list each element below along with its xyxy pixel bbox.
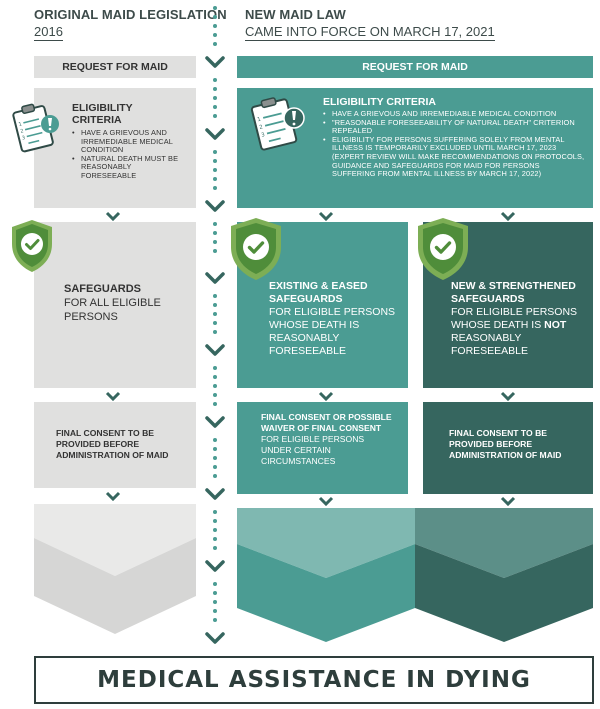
right-consent-text: FINAL CONSENT TO BE PROVIDED BEFORE ADMI… (449, 428, 562, 460)
existing-title-2: SAFEGUARDS (269, 293, 343, 305)
left-request-box: REQUEST FOR MAID (34, 56, 196, 78)
list-item: ELIGIBILITY FOR PERSONS SUFFERING SOLELY… (323, 135, 585, 179)
right-request-box: REQUEST FOR MAID (237, 56, 593, 78)
chevron-down-icon (500, 391, 516, 401)
chevron-down-icon (105, 391, 121, 401)
chevron-down-icon (318, 496, 334, 506)
list-item: HAVE A GRIEVOUS AND IRREMEDIABLE MEDICAL… (323, 109, 585, 119)
left-flow-chevron (34, 504, 196, 634)
footer-box: MEDICAL ASSISTANCE IN DYING (34, 656, 594, 704)
right-flow-chevron (237, 508, 593, 642)
right-header-title: NEW MAID LAW (245, 7, 346, 22)
new-title-2: SAFEGUARDS (451, 293, 525, 305)
left-safeguards-text: FOR ALL ELIGIBLE PERSONS (64, 297, 161, 323)
chevron-down-icon (205, 344, 225, 356)
left-eligibility-title-1: ELIGIBILITY (72, 102, 133, 114)
list-item: NATURAL DEATH MUST BE REASONABLY FORESEE… (72, 154, 180, 181)
left-eligibility-box: ELIGIBILITY CRITERIA HAVE A GRIEVOUS AND… (34, 88, 196, 208)
consent-waiver-text: FOR ELIGIBLE PERSONS UNDER CERTAIN CIRCU… (261, 434, 365, 466)
svg-text:1: 1 (257, 117, 262, 124)
new-text-before: FOR ELIGIBLE PERSONS WHOSE DEATH IS (451, 306, 578, 331)
chevron-down-icon (205, 560, 225, 572)
svg-text:3: 3 (21, 135, 26, 142)
existing-text: FOR ELIGIBLE PERSONS WHOSE DEATH IS REAS… (269, 306, 396, 357)
left-eligibility-list: HAVE A GRIEVOUS AND IRREMEDIABLE MEDICAL… (72, 128, 180, 181)
chevron-down-icon (318, 211, 334, 221)
consent-waiver-bold: FINAL CONSENT OR POSSIBLE WAIVER OF FINA… (261, 412, 392, 433)
chevron-down-icon (500, 496, 516, 506)
left-safeguards-title: SAFEGUARDS (64, 283, 142, 295)
left-safeguards-box: SAFEGUARDS FOR ALL ELIGIBLE PERSONS (34, 222, 196, 388)
left-request-label: REQUEST FOR MAID (62, 61, 168, 73)
chevron-down-icon (205, 272, 225, 284)
left-header-subtitle: 2016 (34, 24, 63, 41)
clipboard-icon: 123 (250, 97, 305, 151)
svg-text:2: 2 (20, 128, 25, 135)
footer-title: MEDICAL ASSISTANCE IN DYING (97, 667, 531, 693)
right-request-label: REQUEST FOR MAID (362, 61, 468, 73)
left-header-title: ORIGINAL MAID LEGISLATION (34, 7, 227, 22)
right-eligibility-title: ELIGIBILITY CRITERIA (323, 96, 436, 108)
chevron-down-icon (205, 416, 225, 428)
center-divider (205, 6, 225, 644)
list-item: "REASONABLE FORESEEABILITY OF NATURAL DE… (323, 118, 585, 136)
left-eligibility-title-2: CRITERIA (72, 114, 122, 126)
existing-title-1: EXISTING & EASED (269, 280, 368, 292)
svg-text:2: 2 (259, 124, 264, 131)
shield-check-icon (418, 218, 468, 280)
right-consent-box: FINAL CONSENT TO BE PROVIDED BEFORE ADMI… (423, 402, 593, 494)
chevron-down-icon (500, 211, 516, 221)
list-item: HAVE A GRIEVOUS AND IRREMEDIABLE MEDICAL… (72, 128, 180, 155)
clipboard-icon: 123 (12, 103, 59, 153)
chevron-down-icon (205, 632, 225, 644)
new-text-after: REASONABLY FORESEEABLE (451, 332, 529, 357)
shield-check-icon (231, 218, 281, 280)
right-consent-waiver-box: FINAL CONSENT OR POSSIBLE WAIVER OF FINA… (237, 402, 408, 494)
chevron-down-icon (205, 56, 225, 68)
svg-text:1: 1 (18, 121, 23, 128)
new-text-bold: NOT (544, 319, 567, 331)
svg-text:3: 3 (261, 132, 266, 139)
left-consent-box: FINAL CONSENT TO BE PROVIDED BEFORE ADMI… (34, 402, 196, 488)
left-consent-text: FINAL CONSENT TO BE PROVIDED BEFORE ADMI… (56, 428, 169, 460)
right-header-subtitle: CAME INTO FORCE ON MARCH 17, 2021 (245, 24, 495, 41)
chevron-down-icon (205, 128, 225, 140)
chevron-down-icon (205, 200, 225, 212)
new-title-1: NEW & STRENGTHENED (451, 280, 576, 292)
chevron-down-icon (105, 211, 121, 221)
shield-check-icon (12, 220, 52, 272)
chevron-down-icon (205, 488, 225, 500)
chevron-down-icon (105, 491, 121, 501)
chevron-down-icon (318, 391, 334, 401)
right-eligibility-list: HAVE A GRIEVOUS AND IRREMEDIABLE MEDICAL… (323, 109, 585, 179)
